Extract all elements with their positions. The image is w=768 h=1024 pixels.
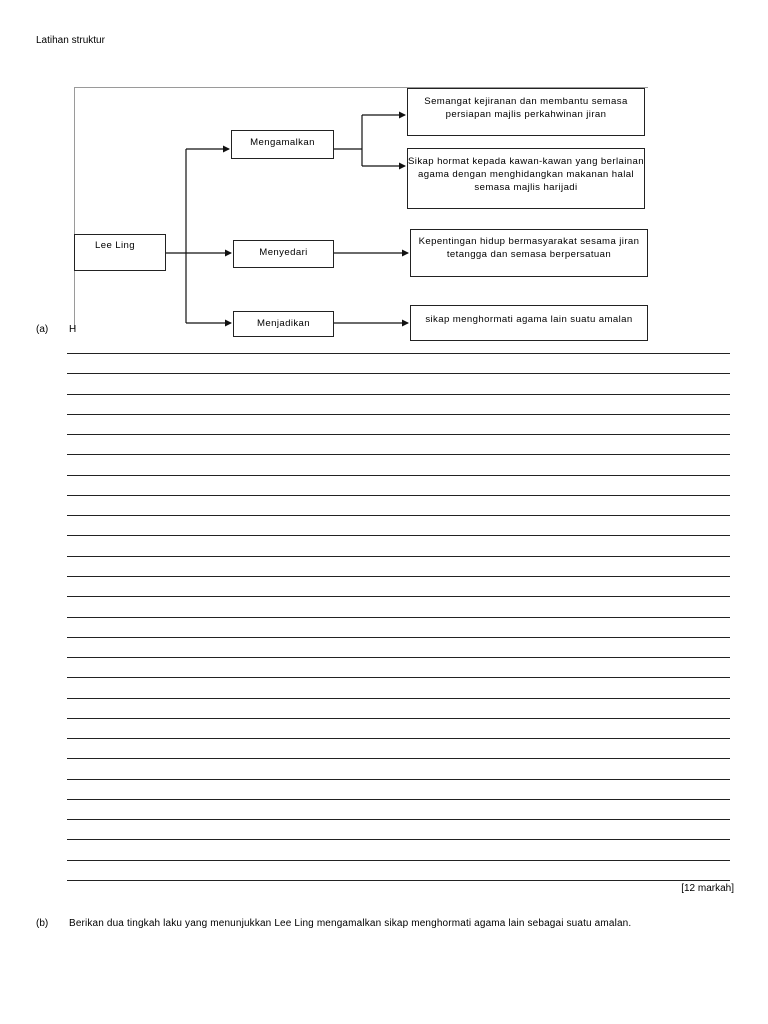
marks-allocation: [12 markah] [681,883,734,894]
answer-line[interactable] [67,454,730,455]
root-node-box: Lee Ling [74,234,166,271]
diagram-frame [74,87,648,328]
answer-line[interactable] [67,799,730,800]
branch-node-menjadikan: Menjadikan [233,311,334,337]
answer-line[interactable] [67,637,730,638]
answer-line[interactable] [67,373,730,374]
answer-line[interactable] [67,556,730,557]
question-a-text: H [69,324,77,335]
answer-line[interactable] [67,353,730,354]
branch-node-mengamalkan: Mengamalkan [231,130,334,159]
question-a-label: (a) [36,324,49,335]
answer-line[interactable] [67,434,730,435]
answer-line[interactable] [67,495,730,496]
answer-line[interactable] [67,758,730,759]
answer-line[interactable] [67,677,730,678]
answer-line[interactable] [67,617,730,618]
answer-line[interactable] [67,414,730,415]
answer-line[interactable] [67,515,730,516]
answer-line[interactable] [67,738,730,739]
branch-node-menyedari: Menyedari [233,240,334,268]
page-heading: Latihan struktur [36,35,105,46]
outcome-box-hidup-bermasyarakat: Kepentingan hidup bermasyarakat sesama j… [410,229,648,277]
answer-line[interactable] [67,475,730,476]
answer-line[interactable] [67,839,730,840]
answer-line[interactable] [67,535,730,536]
answer-line[interactable] [67,880,730,881]
outcome-box-hormat-kawan: Sikap hormat kepada kawan-kawan yang ber… [407,148,645,209]
outcome-box-kejiranan: Semangat kejiranan dan membantu semasa p… [407,88,645,136]
answer-line[interactable] [67,657,730,658]
answer-line[interactable] [67,394,730,395]
answer-line[interactable] [67,576,730,577]
question-b-label: (b) [36,918,49,929]
answer-line[interactable] [67,698,730,699]
answer-line[interactable] [67,860,730,861]
answer-line[interactable] [67,718,730,719]
outcome-box-menghormati-agama: sikap menghormati agama lain suatu amala… [410,305,648,341]
answer-line[interactable] [67,596,730,597]
answer-line[interactable] [67,779,730,780]
answer-line[interactable] [67,819,730,820]
question-b-text: Berikan dua tingkah laku yang menunjukka… [69,918,632,929]
